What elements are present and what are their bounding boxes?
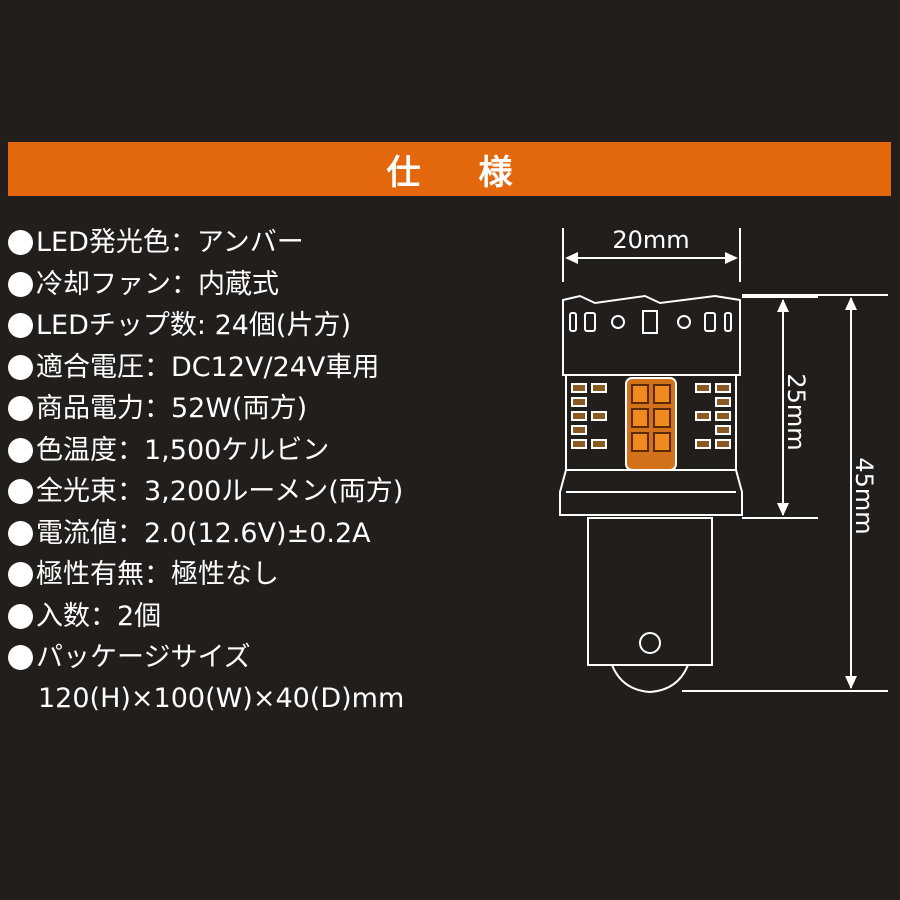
bullet-dot-icon xyxy=(8,520,33,546)
bullet-dot-icon xyxy=(8,271,33,297)
spec-text: 商品電力：52W(両方) xyxy=(36,393,308,424)
bullet-dot-icon xyxy=(8,396,33,422)
total-height-label: 45mm xyxy=(850,457,878,534)
head-height-dimension xyxy=(742,296,818,519)
spec-text: LEDチップ数: 24個(片方) xyxy=(36,310,351,341)
spec-text: 入数：2個 xyxy=(36,600,162,632)
spec-text: 全光束：3,200ルーメン(両方) xyxy=(36,476,404,507)
total-height-dimension xyxy=(682,294,888,692)
spec-item: 色温度：1,500ケルビン xyxy=(8,430,528,472)
spec-text: LED発光色：アンバー xyxy=(36,227,304,258)
spec-text: 電流値：2.0(12.6V)±0.2A xyxy=(36,517,371,549)
spec-item: 全光束：3,200ルーメン(両方) xyxy=(8,471,528,513)
package-size-value: 120(H)×100(W)×40(D)mm xyxy=(38,682,405,714)
head-height-label: 25mm xyxy=(782,373,810,450)
bulb-base xyxy=(587,517,713,694)
bullet-dot-icon xyxy=(8,479,33,505)
spec-header-banner: 仕様 xyxy=(8,142,891,196)
spec-item: 冷却ファン：内蔵式 xyxy=(8,264,528,306)
heatsink-body xyxy=(559,374,743,516)
bullet-dot-icon xyxy=(8,354,33,380)
width-label: 20mm xyxy=(612,226,689,254)
spec-item: 商品電力：52W(両方) xyxy=(8,388,528,430)
spec-item: LEDチップ数: 24個(片方) xyxy=(8,305,528,347)
spec-item: LED発光色：アンバー xyxy=(8,222,528,264)
bullet-dot-icon xyxy=(8,645,33,671)
spec-text: 適合電圧：DC12V/24V車用 xyxy=(36,351,380,383)
spec-item: 入数：2個 xyxy=(8,596,528,638)
spec-text: 極性有無：極性なし xyxy=(36,559,279,590)
bullet-dot-icon xyxy=(8,437,33,463)
spec-item: 電流値：2.0(12.6V)±0.2A xyxy=(8,513,528,555)
spec-list: LED発光色：アンバー 冷却ファン：内蔵式 LEDチップ数: 24個(片方) 適… xyxy=(8,222,528,719)
led-bulb-diagram-icon: 20mm 25mm 45mm xyxy=(559,226,888,694)
spec-item: パッケージサイズ xyxy=(8,637,528,679)
bullet-dot-icon xyxy=(8,230,33,256)
spec-item: 極性有無：極性なし xyxy=(8,554,528,596)
spec-item: 適合電圧：DC12V/24V車用 xyxy=(8,347,528,389)
spec-text: パッケージサイズ xyxy=(36,642,251,673)
spec-text: 色温度：1,500ケルビン xyxy=(36,434,330,466)
width-dimension xyxy=(562,228,741,282)
bulb-head xyxy=(562,294,741,376)
bullet-dot-icon xyxy=(8,562,33,588)
bullet-dot-icon xyxy=(8,603,33,629)
spec-header-title: 仕様 xyxy=(386,152,571,193)
bullet-dot-icon xyxy=(8,313,33,339)
spec-text: 冷却ファン：内蔵式 xyxy=(36,268,279,300)
